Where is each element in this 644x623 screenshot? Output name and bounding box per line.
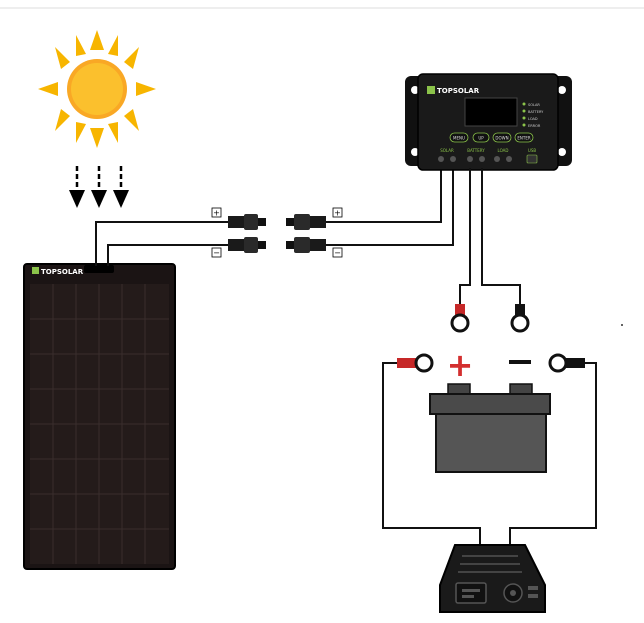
solar-panel-icon: TOPSOLAR [23,263,176,570]
battery-positive-symbol: + [447,346,474,384]
inverter-cables [382,362,597,550]
stray-dot [621,324,623,326]
sun-icon [38,30,156,148]
svg-text:BATTERY: BATTERY [528,110,544,114]
panel-logo-mark [32,267,39,274]
svg-text:LOAD: LOAD [498,148,509,153]
controller-logo-mark [427,86,435,94]
controller-ring-terminal-positive [450,304,470,333]
mc4-connector-left-negative [228,237,266,253]
panel-logo-text: TOPSOLAR [41,268,84,276]
controller-ports: SOLAR BATTERY LOAD USB [438,148,538,164]
right-positive-symbol: + [334,209,341,218]
svg-text:MENU: MENU [453,136,465,141]
panel-cables [95,221,230,266]
charge-controller-icon: TOPSOLAR SOLAR BATTERY LOAD ERROR MENU U… [405,73,572,171]
controller-buttons: MENU UP DOWN ENTER [449,132,534,143]
left-positive-symbol: + [213,209,220,218]
svg-text:SOLAR: SOLAR [440,148,454,153]
controller-battery-cables [459,168,521,306]
svg-text:SOLAR: SOLAR [528,103,540,107]
right-negative-marker [332,247,343,258]
inverter-ring-terminal-positive [397,353,434,373]
right-positive-marker [332,207,343,218]
mc4-connector-right-negative [286,237,326,253]
controller-solar-cables [326,168,454,246]
svg-text:UP: UP [478,136,484,141]
controller-ring-terminal-negative [510,304,530,333]
sunlight-arrows-icon [69,166,129,208]
right-negative-symbol: − [334,249,341,258]
battery-icon [429,383,551,473]
svg-text:BATTERY: BATTERY [467,148,485,153]
left-negative-symbol: − [213,249,220,258]
svg-text:ENTER: ENTER [517,136,530,141]
controller-lcd [464,97,518,127]
battery-negative-bar [509,360,531,364]
left-positive-marker [211,207,222,218]
svg-text:DOWN: DOWN [495,136,508,141]
svg-text:LOAD: LOAD [528,117,538,121]
mc4-connector-left-positive [228,214,266,230]
mc4-connector-right-positive [286,214,326,230]
controller-status-leds: SOLAR BATTERY LOAD ERROR [522,102,544,128]
controller-logo-text: TOPSOLAR [437,87,480,95]
svg-text:ERROR: ERROR [528,124,541,128]
inverter-ring-terminal-negative [548,353,585,373]
svg-text:USB: USB [528,148,536,153]
left-negative-marker [211,247,222,258]
inverter-icon [439,544,546,613]
